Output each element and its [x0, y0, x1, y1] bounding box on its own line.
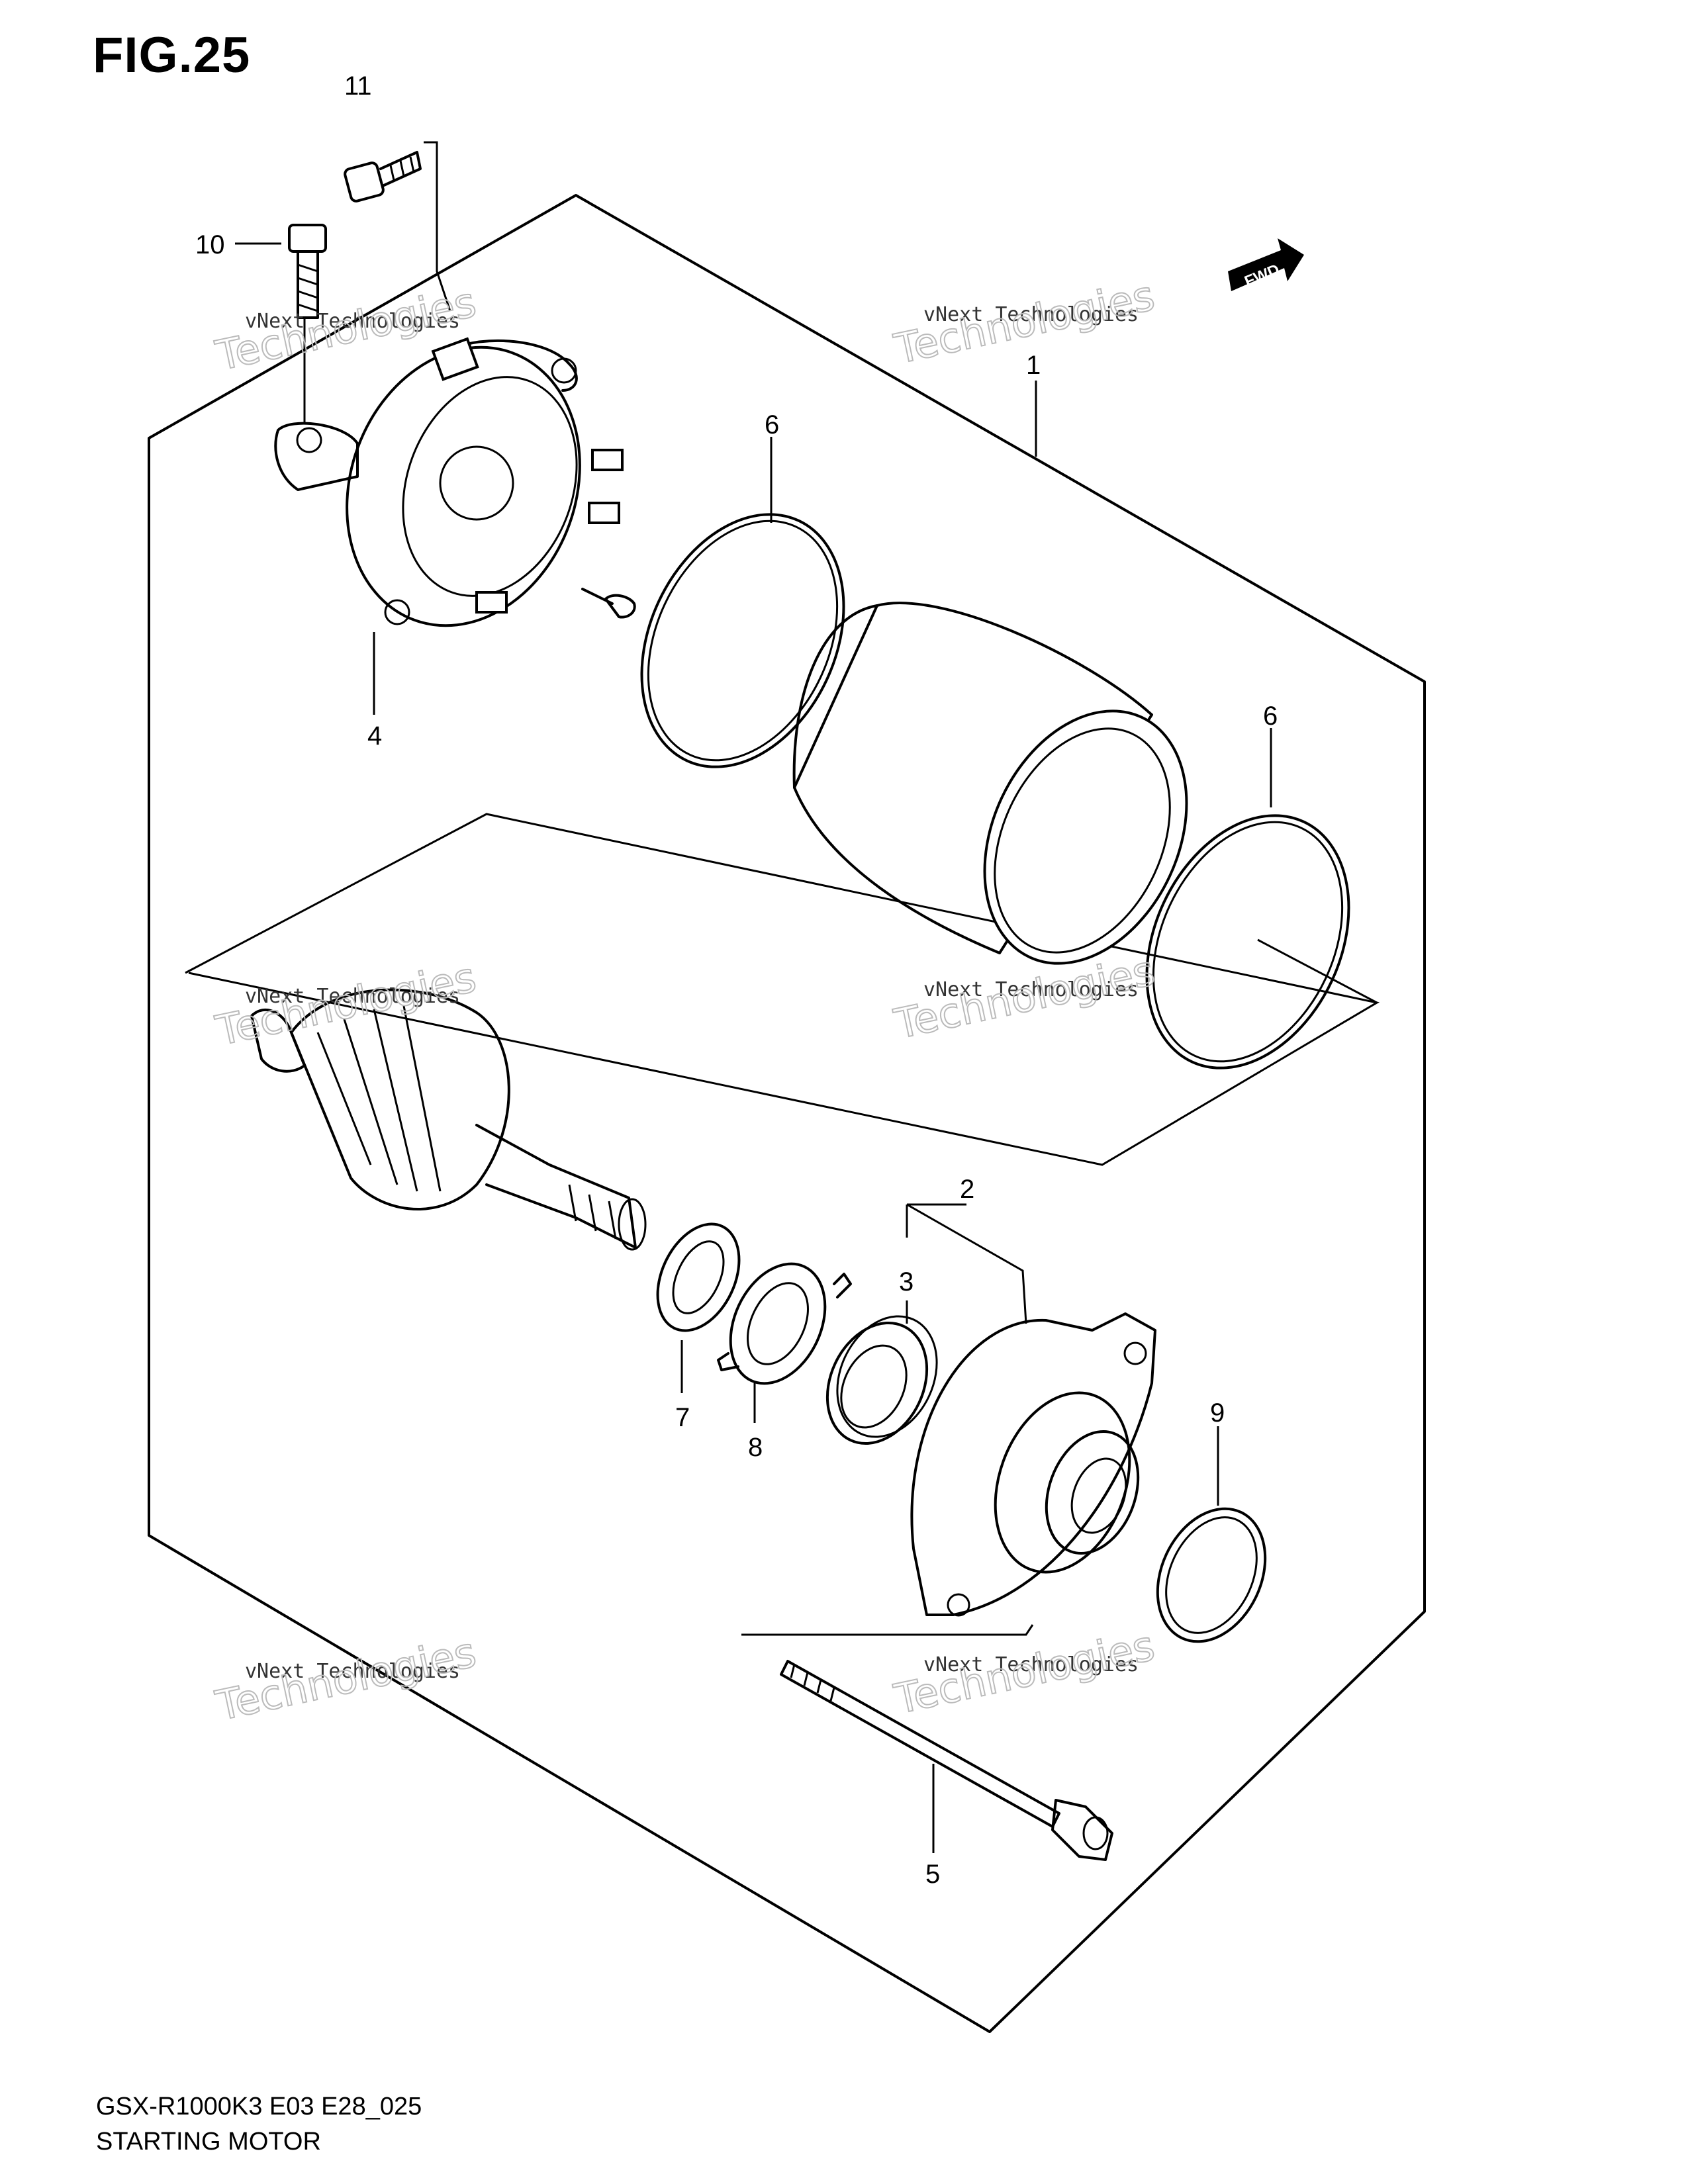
callout-5: 5: [925, 1860, 940, 1889]
o-ring-lower: [1145, 814, 1350, 1069]
svg-text:vNext Technologies: vNext Technologies: [923, 1653, 1139, 1676]
washer-7: [656, 1222, 741, 1332]
o-ring-upper: [640, 513, 845, 768]
callout-leaders: [373, 381, 1378, 1853]
bolt-10: [288, 224, 327, 319]
oil-seal-3: [825, 1315, 938, 1445]
svg-text:Technologies: Technologies: [211, 953, 480, 1055]
holder-screw: [581, 588, 636, 619]
callout-10: 10: [195, 230, 225, 259]
svg-text:Technologies: Technologies: [890, 271, 1158, 373]
bolt-reference-line: [741, 1624, 1034, 1636]
fwd-direction-marker: FWD: [1228, 238, 1304, 291]
o-ring-lower-inner: [1152, 821, 1344, 1063]
callout-8: 8: [748, 1433, 763, 1462]
o-ring-upper-inner: [647, 520, 839, 762]
svg-text:vNext Technologies: vNext Technologies: [923, 303, 1139, 326]
through-bolt-5: [780, 1660, 1113, 1861]
housing-bracket-leader: [906, 1203, 1027, 1324]
callout-4: 4: [367, 721, 382, 751]
lock-washer-8: [717, 1262, 852, 1385]
callout-6-lower: 6: [1263, 702, 1278, 731]
bolt-leader-lines: [235, 141, 451, 424]
svg-text:Technologies: Technologies: [211, 1628, 480, 1730]
model-code-caption: GSX-R1000K3 E03 E28_025: [96, 2093, 422, 2120]
callout-6-upper: 6: [765, 410, 779, 439]
watermark-top-center: vNext Technologies Technologies: [889, 271, 1159, 374]
brush-holder-end-cover: [274, 337, 624, 627]
figure-title: FIG.25: [93, 27, 251, 83]
svg-text:Technologies: Technologies: [890, 1621, 1158, 1723]
callout-9: 9: [1210, 1398, 1225, 1428]
yoke-housing: [792, 602, 1188, 965]
svg-text:vNext Technologies: vNext Technologies: [245, 1660, 460, 1683]
bolt-11: [344, 151, 422, 203]
watermark-mid-center: vNext Technologies Technologies: [889, 946, 1159, 1049]
o-ring-9: [1156, 1507, 1267, 1643]
callout-7: 7: [675, 1403, 690, 1432]
assembly-frame: [148, 194, 1426, 2033]
callout-3: 3: [899, 1267, 914, 1297]
svg-text:vNext Technologies: vNext Technologies: [245, 985, 460, 1008]
armature: [250, 988, 647, 1251]
section-title-caption: STARTING MOTOR: [96, 2128, 321, 2156]
watermark-bottom-center: vNext Technologies Technologies: [889, 1621, 1159, 1724]
watermark-bottom-left: vNext Technologies Technologies: [211, 1627, 481, 1731]
callout-2: 2: [960, 1175, 974, 1204]
watermark-mid-left: vNext Technologies Technologies: [211, 952, 481, 1056]
callout-1: 1: [1026, 351, 1041, 380]
svg-text:Technologies: Technologies: [890, 946, 1158, 1048]
callout-11: 11: [344, 71, 372, 101]
svg-text:vNext Technologies: vNext Technologies: [245, 310, 460, 333]
end-housing: [910, 1312, 1156, 1617]
svg-text:vNext Technologies: vNext Technologies: [923, 978, 1139, 1001]
